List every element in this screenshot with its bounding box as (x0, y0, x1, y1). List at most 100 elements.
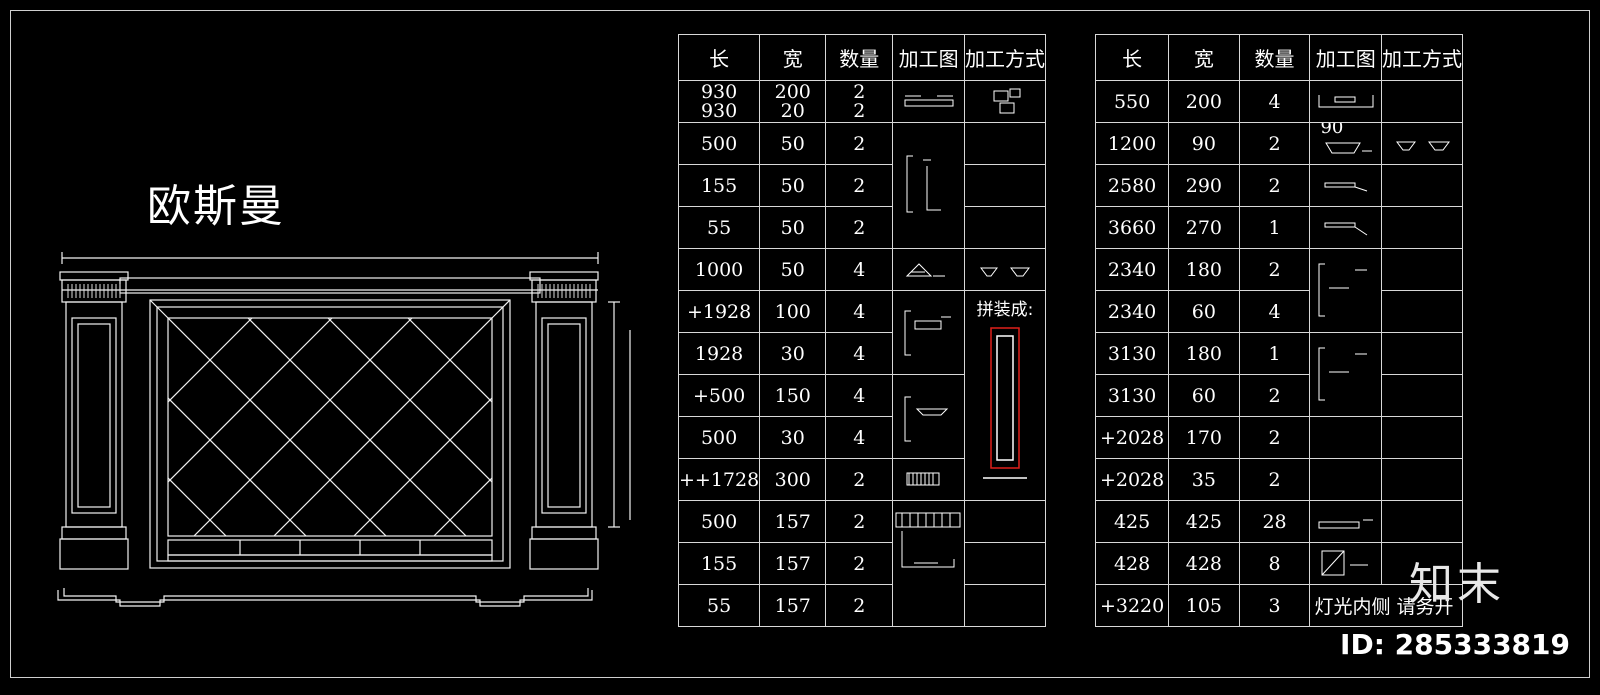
cell-length: 155 (677, 164, 761, 207)
method-cell (1380, 542, 1464, 585)
cell-length: 55 (677, 206, 761, 249)
cut-list-table-right: 长 宽 数量 加工图 加工方式 550 200 4 1200 90 2 90 2… (1094, 34, 1464, 627)
assembly-cell: 拼装成: (963, 290, 1047, 501)
method-cell (1380, 500, 1464, 543)
cell-width: 30 (759, 416, 827, 459)
profile-sketch (892, 290, 965, 375)
cell-qty: 1 (1238, 206, 1311, 249)
profile-sketch (892, 248, 965, 291)
cell-length: 2580 (1094, 164, 1170, 207)
table-row: 500 157 2 (677, 500, 1047, 627)
profile-sketch (1309, 332, 1382, 417)
cell-qty: 4 (1238, 290, 1311, 333)
col-header-length: 长 (677, 34, 761, 81)
method-sketch (963, 248, 1047, 291)
method-cell (1380, 458, 1464, 501)
col-header-method: 加工方式 (1380, 34, 1464, 81)
cell-qty: 4 (825, 248, 894, 291)
cell-qty: 28 (1238, 500, 1311, 543)
cell-width: 180 (1168, 332, 1240, 375)
method-cell (963, 584, 1047, 627)
cell-length: ++1728 (677, 458, 761, 501)
cell-length: 1200 (1094, 122, 1170, 165)
profile-sketch (892, 122, 965, 249)
table-row: 3130 180 1 (1094, 332, 1464, 417)
cell-width: 300 (759, 458, 827, 501)
cell-length: 500 (677, 500, 761, 543)
col-header-qty: 数量 (1238, 34, 1311, 81)
method-sketch (1380, 122, 1464, 165)
cell-length: +500 (677, 374, 761, 417)
cell-width: 90 (1168, 122, 1240, 165)
method-cell (1380, 248, 1464, 291)
drawing-cell (1309, 458, 1382, 501)
cell-length: 3660 (1094, 206, 1170, 249)
table-row: +3220 105 3 灯光内侧 请务开 (1094, 584, 1463, 627)
cell-width: 35 (1168, 458, 1240, 501)
table-row: 930 930 200 20 2 2 (677, 80, 1047, 123)
profile-sketch (1309, 500, 1382, 543)
profile-sketch (892, 458, 965, 501)
table-header-row: 长 宽 数量 加工图 加工方式 (677, 34, 1047, 81)
method-cell (1380, 332, 1464, 375)
tv-wall-elevation (57, 252, 631, 607)
profile-sketch: 90 (1309, 122, 1382, 165)
table-row: 500 30 4 (677, 416, 1046, 459)
table-row: 2340 180 2 (1094, 248, 1464, 333)
cell-qty: 2 (825, 164, 894, 207)
table-row: 2580 290 2 (1094, 164, 1464, 207)
cell-qty: 2 2 (825, 80, 894, 123)
table-row: 1000 50 4 (677, 248, 1047, 291)
cell-qty: 2 (825, 206, 894, 249)
table-row: 155 50 2 (677, 164, 1047, 207)
cell-qty: 2 (825, 122, 894, 165)
table-row: 550 200 4 (1094, 80, 1464, 123)
col-header-drawing: 加工图 (892, 34, 965, 81)
profile-sketch (1309, 206, 1382, 249)
cell-width: 180 (1168, 248, 1240, 291)
method-cell (1380, 164, 1464, 207)
col-header-drawing: 加工图 (1309, 34, 1382, 81)
table-row: 500 50 2 (677, 122, 1047, 249)
profile-sketch (1309, 248, 1382, 333)
assembly-note: 拼装成: (976, 300, 1034, 320)
cell-length: +2028 (1094, 458, 1170, 501)
cell-length: 500 (677, 122, 761, 165)
cell-qty: 4 (825, 416, 894, 459)
method-sketch (963, 80, 1047, 123)
col-header-width: 宽 (1168, 34, 1240, 81)
cell-length: 1928 (677, 332, 761, 375)
cell-width: 157 (759, 542, 827, 585)
cell-length: 55 (677, 584, 761, 627)
lighting-note: 灯光内侧 请务开 (1309, 584, 1463, 627)
cell-length: 155 (677, 542, 761, 585)
cell-width: 290 (1168, 164, 1240, 207)
col-header-length: 长 (1094, 34, 1170, 81)
cell-width: 425 (1168, 500, 1240, 543)
cell-qty: 2 (1238, 458, 1311, 501)
profile-sketch (892, 80, 965, 123)
method-cell (1380, 416, 1464, 459)
cell-width: 50 (759, 206, 827, 249)
method-cell (963, 164, 1047, 207)
method-cell (1380, 206, 1464, 249)
cell-qty: 4 (825, 332, 894, 375)
cell-qty: 1 (1238, 332, 1311, 375)
cell-length: 2340 (1094, 248, 1170, 291)
cell-qty: 3 (1238, 584, 1311, 627)
assembled-frame-sketch (982, 327, 1027, 479)
cell-width: 30 (759, 332, 827, 375)
cell-width: 428 (1168, 542, 1240, 585)
cell-qty: 4 (825, 374, 894, 417)
drawing-cell (1309, 416, 1382, 459)
cell-length: 428 (1094, 542, 1170, 585)
method-cell (963, 542, 1047, 585)
table-row: 2340 60 4 (1094, 290, 1464, 333)
cell-width: 50 (759, 248, 827, 291)
method-cell (963, 206, 1047, 249)
method-cell (1380, 374, 1464, 417)
table-row: +2028 35 2 (1094, 458, 1464, 501)
cell-qty: 2 (1238, 122, 1311, 165)
profile-sketch (1309, 80, 1382, 123)
cell-length: +1928 (677, 290, 761, 333)
